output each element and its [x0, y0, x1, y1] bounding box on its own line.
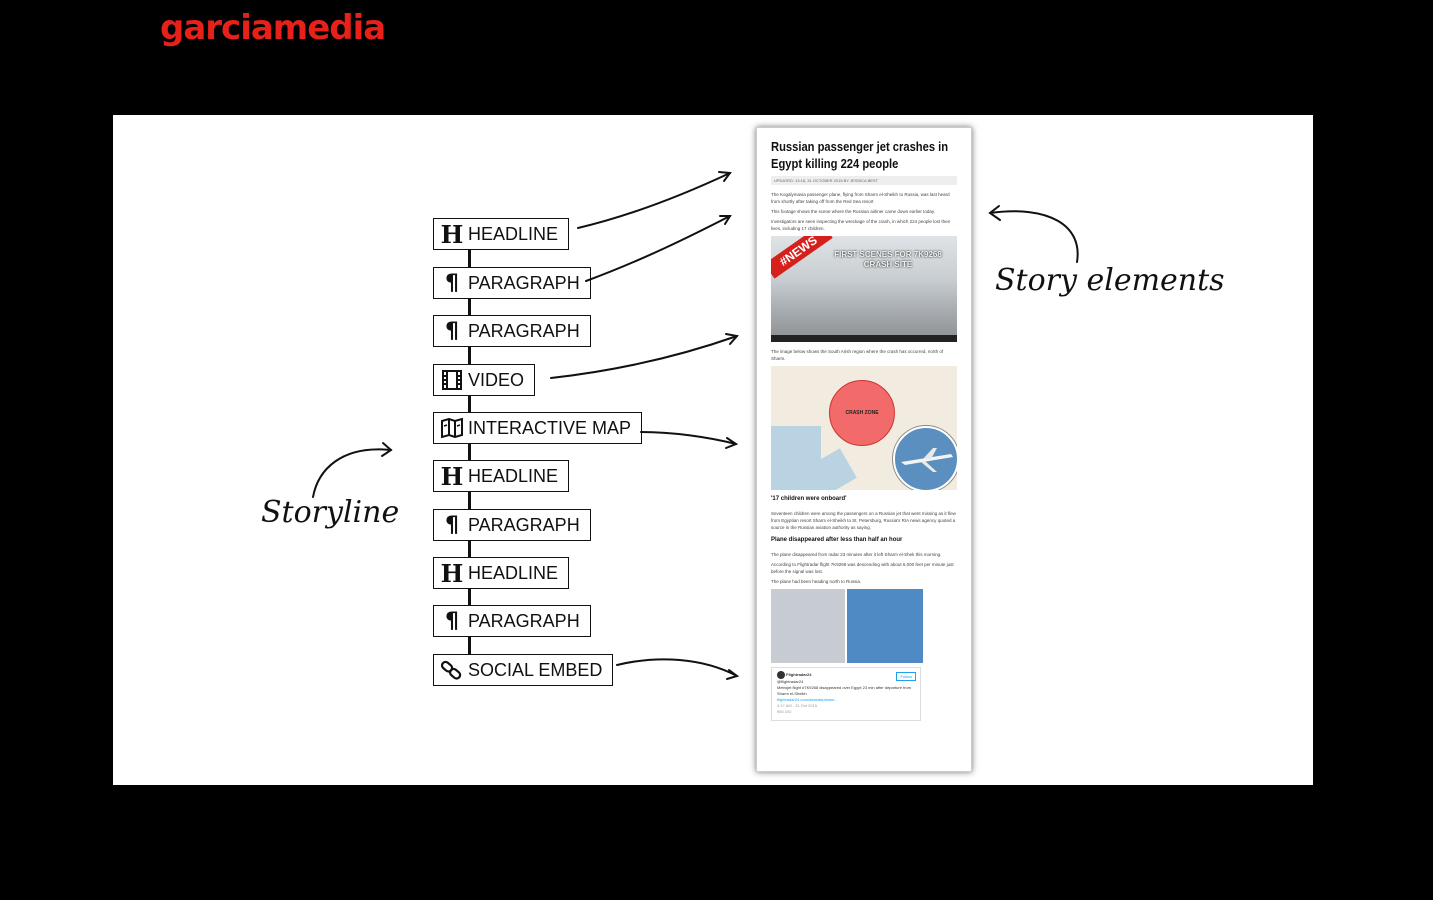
article-preview: Russian passenger jet crashes in Egypt k… [756, 127, 972, 772]
article-meta: UPDATED: 13:18, 31 OCTOBER 2015 BY JESSI… [771, 176, 957, 185]
storyline-label: Storyline [261, 495, 400, 530]
headline-icon: H [440, 558, 464, 588]
story-elements-label: Story elements [995, 263, 1225, 298]
article-map[interactable]: CRASH ZONE [771, 366, 957, 490]
headline-icon: H [440, 461, 464, 491]
tweet-handle: @flightradar24 [777, 679, 804, 684]
film-icon [440, 370, 464, 390]
arrow-video [550, 335, 738, 379]
article-title: Russian passenger jet crashes in Egypt k… [771, 139, 949, 171]
article-paragraph: Seventeen children were among the passen… [771, 511, 956, 530]
storyline-element-headline: H HEADLINE [433, 460, 570, 492]
storyline-connector [468, 235, 471, 655]
element-label: SOCIAL EMBED [468, 659, 603, 680]
slide: H HEADLINE ¶ PARAGRAPH ¶ PARAGRAPH VIDEO… [113, 115, 1313, 785]
arrow-storyline [312, 448, 392, 498]
arrow-paragraph [585, 215, 731, 282]
storyline-element-interactive-map: INTERACTIVE MAP [433, 412, 643, 444]
article-photos [771, 589, 957, 663]
article-subhead: Plane disappeared after less than half a… [771, 537, 903, 543]
plane-photo [893, 426, 957, 490]
map-icon [440, 418, 464, 438]
article-paragraph: This footage shows the scene where the R… [771, 209, 936, 214]
crash-zone: CRASH ZONE [829, 380, 895, 446]
article-subhead: '17 children were onboard' [771, 496, 847, 502]
element-label: HEADLINE [468, 465, 559, 486]
article-paragraph: The plane disappeared from radar 23 minu… [771, 552, 942, 557]
element-label: PARAGRAPH [468, 610, 580, 631]
storyline-element-paragraph: ¶ PARAGRAPH [433, 509, 591, 541]
storyline-element-paragraph: ¶ PARAGRAPH [433, 605, 591, 637]
element-label: PARAGRAPH [468, 320, 580, 341]
map-caption: The image below shows the South Arish re… [771, 349, 944, 361]
paragraph-icon: ¶ [445, 318, 459, 344]
arrow-map [640, 431, 737, 445]
paragraph-icon: ¶ [445, 512, 459, 538]
plane-image [847, 589, 923, 663]
flight-path-image [771, 589, 845, 663]
paragraph-icon: ¶ [445, 608, 459, 634]
storyline-element-paragraph: ¶ PARAGRAPH [433, 315, 591, 347]
article-paragraph: The plane had been heading north to Russ… [771, 579, 862, 584]
tweet-stats: 950 192 [777, 709, 792, 714]
tweet-avatar [777, 671, 785, 679]
link-icon [440, 660, 464, 680]
storyline-element-headline: H HEADLINE [433, 557, 570, 589]
element-label: HEADLINE [468, 562, 559, 583]
arrow-headline [577, 172, 731, 229]
article-paragraph: According to Flightradar flight 7K9268 w… [771, 562, 954, 574]
element-label: INTERACTIVE MAP [468, 417, 632, 438]
tweet-time: 4:17 AM - 31 Oct 2015 [777, 703, 818, 708]
element-label: PARAGRAPH [468, 514, 580, 535]
element-label: VIDEO [468, 369, 525, 390]
annotation-arrows [312, 171, 1079, 680]
storyline-element-headline: H HEADLINE [433, 218, 570, 250]
crash-zone-label: CRASH ZONE [845, 410, 879, 416]
tweet-text: Metrojet flight #7K9268 disappeared over… [777, 685, 912, 696]
article-paragraph: The Kogalymavia passenger plane, flying … [771, 192, 950, 204]
element-label: HEADLINE [468, 223, 559, 244]
tweet-follow-button[interactable]: Follow [896, 672, 916, 681]
arrow-social [616, 658, 738, 677]
article-paragraph: Investigators are seen inspecting the wr… [771, 219, 951, 231]
storyline-element-social-embed: SOCIAL EMBED [433, 654, 614, 686]
article-video[interactable]: #NEWS FIRST SCENES FOR 7K9268 CRASH SITE [771, 236, 957, 342]
storyline-element-video: VIDEO [433, 364, 536, 396]
garciamedia-logo: garciamedia [160, 8, 386, 48]
headline-icon: H [440, 219, 464, 249]
social-embed-tweet[interactable]: Flightradar24 @flightradar24 Follow Metr… [771, 667, 921, 721]
video-controls[interactable] [771, 335, 957, 342]
paragraph-icon: ¶ [445, 270, 459, 296]
tweet-link[interactable]: flightradar24.com/data/airplanes... [777, 697, 838, 702]
arrow-story-elements [989, 210, 1079, 263]
storyline-element-paragraph: ¶ PARAGRAPH [433, 267, 591, 299]
tweet-name: Flightradar24 [786, 672, 812, 678]
element-label: PARAGRAPH [468, 272, 580, 293]
video-title: FIRST SCENES FOR 7K9268 CRASH SITE [834, 250, 942, 269]
